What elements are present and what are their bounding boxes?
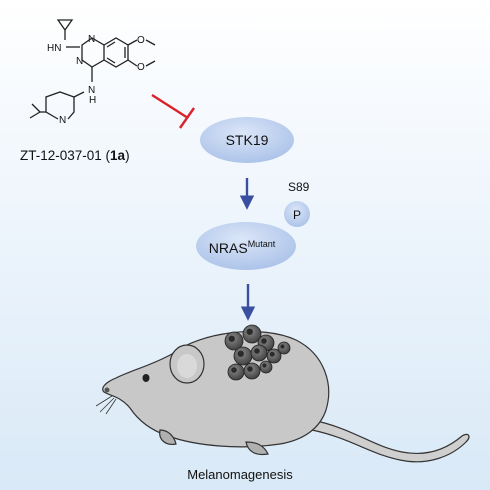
mouse-nose (104, 387, 110, 393)
tumor-nodule-core (262, 363, 267, 368)
atom-h-bottom: H (89, 95, 96, 106)
bond (29, 111, 41, 119)
nras-superscript: Mutant (248, 239, 276, 249)
tumor-nodule (233, 346, 253, 366)
atom-labels: HN N N N H N O O (47, 34, 145, 126)
tumor-nodule-core (269, 351, 275, 357)
cyclopropyl-ring (56, 19, 74, 32)
mouse-tail (311, 419, 470, 463)
tumor-nodule-core (228, 335, 235, 342)
compound-name: ZT-12-037-01 (1a) (20, 148, 130, 163)
stk19-ellipse (200, 117, 294, 163)
atom-hn-top: HN (47, 43, 61, 54)
tumor-nodule (243, 362, 261, 380)
atom-n-bottom: N (88, 85, 95, 96)
mouse-ear-inner (177, 354, 197, 378)
benzo-ring (103, 37, 129, 68)
inhibition-bar (179, 107, 195, 129)
mouse-body (102, 331, 330, 448)
bond (73, 91, 85, 98)
bond (127, 39, 138, 46)
mouse-whiskers (95, 395, 117, 415)
atom-o-2: O (137, 62, 145, 73)
piperidine-ring (45, 91, 75, 120)
compound-name-prefix: ZT-12-037-01 ( (20, 148, 111, 163)
atom-n-ring-2: N (76, 56, 83, 67)
mouse-front-paw (159, 429, 177, 445)
outcome-label: Melanomagenesis (187, 467, 293, 482)
double-bond (106, 57, 116, 64)
bond (31, 103, 41, 113)
stk19-label: STK19 (226, 132, 269, 148)
tumor-nodule-core (246, 328, 253, 335)
bond (127, 59, 138, 67)
tumor-nodule-core (261, 338, 267, 344)
inhibition-line (151, 93, 189, 120)
tumor-nodule-core (231, 367, 237, 373)
compound-name-suffix: ) (125, 148, 130, 163)
tumor-nodule (277, 341, 291, 355)
phospho-circle (284, 201, 310, 227)
tumor-nodule-core (280, 344, 285, 349)
tumor-nodule (242, 324, 262, 344)
phospho-site-label: S89 (288, 180, 310, 194)
atom-o-1: O (137, 35, 145, 46)
tumor-nodule (224, 331, 244, 351)
tumor-nodule-core (247, 366, 253, 372)
nras-node: P NRASMutant (196, 201, 310, 270)
tumor-nodule-core (254, 348, 260, 354)
atom-n-piperidine: N (59, 115, 66, 126)
tumor-nodule-core (237, 350, 244, 357)
atom-n-ring-1: N (88, 34, 95, 45)
chemical-structure (29, 19, 156, 120)
phospho-label: P (293, 208, 301, 222)
methyl-bond (145, 60, 156, 67)
mouse-eye (142, 374, 150, 382)
nras-label: NRASMutant (209, 239, 276, 256)
tumor-nodule (227, 363, 245, 381)
methyl-bond (145, 39, 156, 46)
tumor-nodule (250, 344, 268, 362)
double-bond (106, 41, 116, 48)
mouse-back-foot (245, 441, 269, 456)
tumor-nodule (259, 360, 273, 374)
tumor-cluster (224, 324, 291, 381)
stk19-node: STK19 (200, 117, 294, 163)
inhibition-arrow (151, 93, 195, 129)
nras-main-label: NRAS (209, 240, 248, 256)
nras-ellipse (196, 222, 296, 270)
tumor-nodule (266, 348, 282, 364)
compound-name-bold: 1a (110, 148, 126, 163)
